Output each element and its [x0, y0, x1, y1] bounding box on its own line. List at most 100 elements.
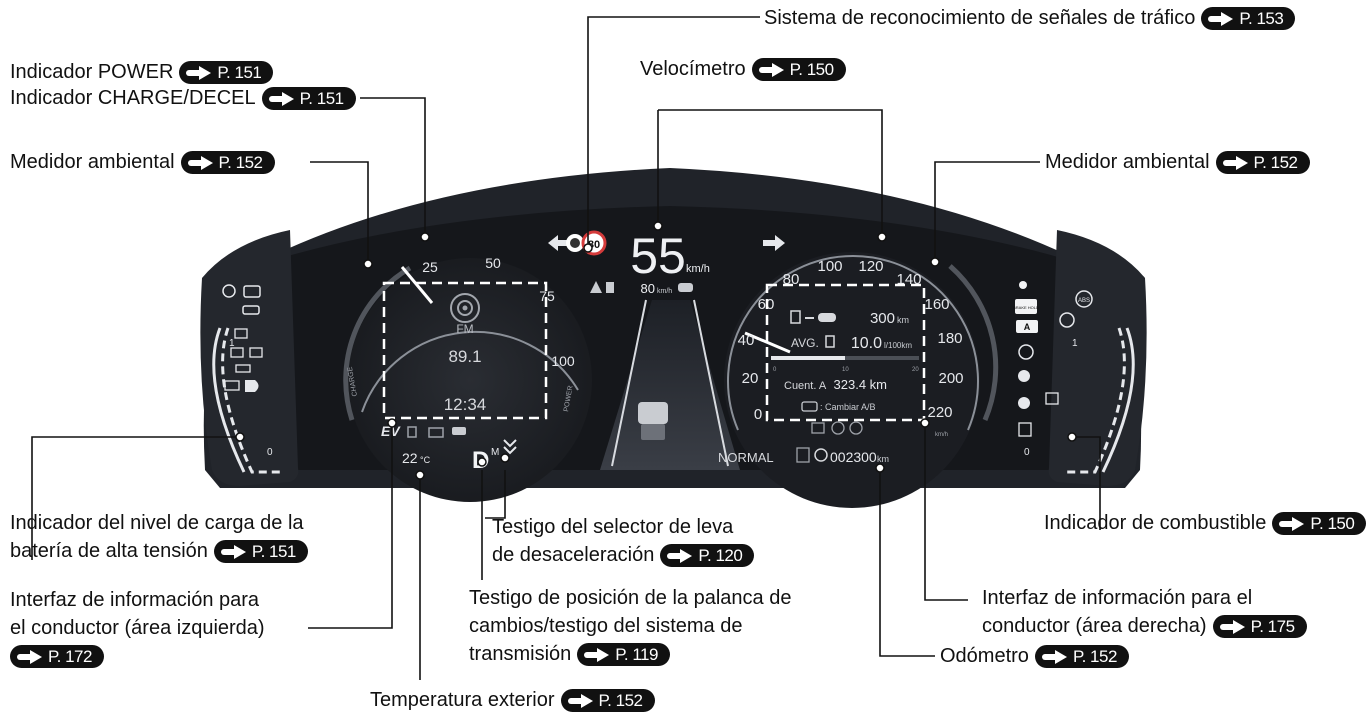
- trip-value: 323.4 km: [834, 377, 887, 392]
- page-ref-button[interactable]: P. 152: [180, 151, 275, 175]
- speedo-tick-120: 120: [858, 258, 883, 275]
- tpms-warning-icon: [222, 284, 236, 298]
- callout-info-right-line2: conductor (área derecha): [982, 615, 1207, 637]
- callout-speedometer-text: Velocímetro: [640, 58, 746, 80]
- power-gauge-face: [348, 258, 592, 502]
- auto-hold-icon: [1016, 320, 1038, 333]
- page-ref-button[interactable]: P. 151: [213, 540, 308, 564]
- page-ref-button[interactable]: P. 152: [1034, 645, 1129, 669]
- arrow-right-icon: [1219, 619, 1246, 634]
- page-ref-button[interactable]: P. 152: [560, 689, 655, 713]
- power-tick-25: 25: [422, 259, 438, 275]
- callout-shift-position-line2: cambios/testigo del sistema de: [469, 615, 743, 637]
- page-ref-button[interactable]: P. 153: [1201, 7, 1296, 31]
- check-engine-icon: [243, 285, 261, 298]
- page-ref-button[interactable]: P. 119: [577, 643, 670, 667]
- page-ref-button[interactable]: P. 150: [1272, 512, 1366, 536]
- auto-hold-label: A: [1024, 322, 1031, 332]
- power-tick-100: 100: [551, 353, 575, 369]
- speedo-tick-200: 200: [938, 370, 963, 387]
- brake-hold-icon: [1015, 299, 1037, 314]
- high-beam-icon: [234, 328, 248, 339]
- no-overtaking-sign-icon: [566, 234, 584, 252]
- lane-line-left: [611, 299, 647, 467]
- speedo-tick-100: 100: [817, 258, 842, 275]
- arrow-left-icon: [548, 235, 570, 251]
- speedometer-glow: [948, 264, 999, 421]
- fuel-scale-top: 1: [1072, 338, 1078, 349]
- speedo-tick-20: 20: [742, 370, 759, 387]
- range-unit: km: [897, 315, 909, 325]
- arrow-right-icon: [187, 155, 214, 170]
- speedometer-arc: [727, 255, 979, 431]
- page-ref-button[interactable]: P. 150: [751, 58, 846, 82]
- acc-set-speed: 80: [641, 281, 655, 296]
- arrow-right-icon: [186, 65, 212, 80]
- traffic-warning-icon: [590, 281, 602, 293]
- fuel-pump-icon: [790, 310, 801, 324]
- fuel-gauge-scale-inner: [1101, 327, 1135, 473]
- arrow-right-icon: [1208, 11, 1234, 26]
- lane-line-right: [693, 299, 729, 467]
- speedo-tick-160: 160: [924, 296, 949, 313]
- brake-system-light-icon: [1019, 281, 1027, 289]
- callout-info-right: Interfaz de información para el conducto…: [982, 584, 1307, 640]
- callout-shift-position: Testigo de posición de la palanca de cam…: [469, 584, 791, 668]
- callout-info-left: Interfaz de información para el conducto…: [10, 586, 265, 670]
- callout-ambient-left-text: Medidor ambiental: [10, 151, 175, 173]
- page-ref-button[interactable]: P. 175: [1212, 615, 1307, 639]
- fuel-gauge-scale: [1067, 327, 1126, 474]
- page-ref-button[interactable]: P. 120: [660, 544, 755, 568]
- range-value: 300: [870, 310, 895, 327]
- avg-label: AVG.: [791, 336, 819, 350]
- avg-fuel-icon: [825, 335, 835, 348]
- callout-odometer-text: Odómetro: [940, 645, 1029, 667]
- callout-battery-level-line2: batería de alta tensión: [10, 540, 208, 562]
- page-ref-button[interactable]: P. 152: [1215, 151, 1310, 175]
- odometer-unit: km: [877, 454, 889, 464]
- lead-car-icon: [638, 402, 668, 440]
- battery-scale-top: 1: [229, 338, 235, 349]
- avg-unit: l/100km: [884, 341, 912, 350]
- arrow-right-icon: [220, 544, 247, 559]
- power-needle: [400, 266, 434, 304]
- arrow-right-icon: [1279, 516, 1305, 531]
- page-ref-button[interactable]: P. 151: [179, 61, 274, 85]
- speed-unit: km/h: [686, 263, 710, 275]
- audio-band: FM: [456, 322, 473, 336]
- page-ref-button[interactable]: P. 151: [261, 87, 356, 111]
- clock-readout: 12:34: [444, 395, 487, 414]
- arrow-right-icon: [584, 647, 610, 662]
- callout-traffic-sign: Sistema de reconocimiento de señales de …: [764, 4, 1296, 32]
- range-car-icon: [818, 313, 836, 322]
- speedo-tick-220: 220: [927, 404, 952, 421]
- collision-warning-icon: [849, 421, 863, 435]
- drive-car-icon: [452, 427, 466, 435]
- callout-paddle-selector-line2: de desaceleración: [492, 544, 655, 566]
- speedo-unit: km/h: [935, 432, 948, 438]
- callout-fuel-gauge-text: Indicador de combustible: [1044, 512, 1267, 534]
- speedo-tick-180: 180: [937, 330, 962, 347]
- battery-level-scale-inner: [212, 327, 246, 473]
- front-fog-icon: [230, 347, 244, 358]
- vsa-warning-icon: [1018, 344, 1034, 360]
- ev-indicator: EV: [381, 423, 401, 439]
- drive-mode-indicator: NORMAL: [718, 450, 774, 465]
- gear-mode-indicator: M: [491, 447, 499, 458]
- battery-icon: [428, 427, 444, 438]
- acc-set-unit: km/h: [657, 288, 672, 295]
- callout-charge-decel-text: Indicador CHARGE/DECEL: [10, 87, 256, 109]
- arrow-right-icon: [1222, 155, 1249, 170]
- page-ref-button[interactable]: P. 172: [10, 645, 104, 669]
- power-label: POWER: [563, 385, 574, 412]
- leader-dots: [235, 221, 1077, 480]
- leader-lines: [31, 16, 1101, 680]
- deceleration-selector-icon: [503, 439, 517, 455]
- audio-frequency: 89.1: [448, 347, 481, 366]
